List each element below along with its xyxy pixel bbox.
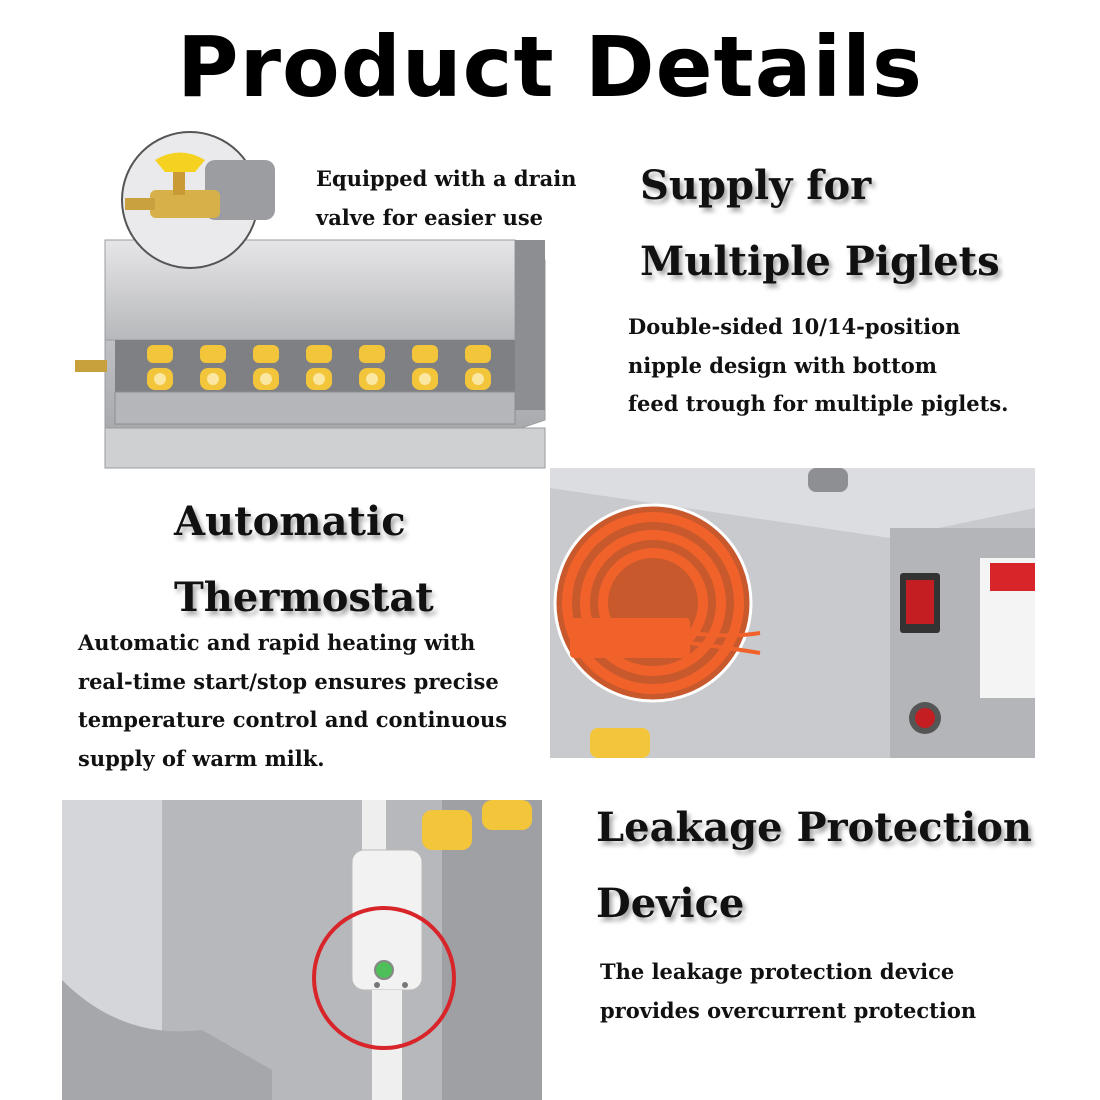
supply-line: nipple design with bottom xyxy=(628,352,938,378)
heater-illustration xyxy=(550,468,1035,758)
drain-valve-text: Equipped with a drain valve for easier u… xyxy=(316,160,577,237)
leakage-line: The leakage protection device xyxy=(600,959,955,984)
feeder-photo xyxy=(55,130,585,480)
leakage-heading: Leakage Protection Device xyxy=(596,790,1032,942)
leakage-heading-line: Leakage Protection xyxy=(596,804,1033,851)
supply-heading-line: Multiple Piglets xyxy=(640,238,1000,285)
supply-description: Double-sided 10/14-position nipple desig… xyxy=(628,308,1008,424)
thermostat-description: Automatic and rapid heating with real-ti… xyxy=(78,624,507,778)
thermostat-heading-line: Thermostat xyxy=(174,574,434,621)
thermostat-line: temperature control and continuous xyxy=(78,707,508,732)
leakage-description: The leakage protection device provides o… xyxy=(600,953,976,1030)
drain-valve-inset xyxy=(121,131,275,269)
leakage-line: provides overcurrent protection xyxy=(600,997,977,1023)
highlight-circle xyxy=(312,906,456,1050)
page-title: Product Details xyxy=(177,18,923,116)
nipple-row xyxy=(147,345,491,390)
supply-line: Double-sided 10/14-position xyxy=(628,314,961,339)
drain-valve-line: valve for easier use xyxy=(316,204,544,230)
supply-heading: Supply for Multiple Piglets xyxy=(640,148,1000,300)
thermostat-heading-line: Automatic xyxy=(174,498,406,545)
leakage-device-illustration xyxy=(62,800,542,1100)
thermostat-line: supply of warm milk. xyxy=(78,745,325,771)
thermostat-heading: Automatic Thermostat xyxy=(174,484,434,636)
leakage-device-photo xyxy=(62,800,542,1100)
supply-heading-line: Supply for xyxy=(640,162,872,209)
leakage-heading-line: Device xyxy=(596,880,745,927)
thermostat-line: Automatic and rapid heating with xyxy=(78,630,476,655)
heater-photo xyxy=(550,468,1035,758)
drain-valve-line: Equipped with a drain xyxy=(316,166,577,191)
thermostat-line: real-time start/stop ensures precise xyxy=(78,668,499,694)
feeder-illustration xyxy=(75,131,546,469)
supply-line: feed trough for multiple piglets. xyxy=(628,391,1009,416)
heater-inset xyxy=(553,503,761,703)
